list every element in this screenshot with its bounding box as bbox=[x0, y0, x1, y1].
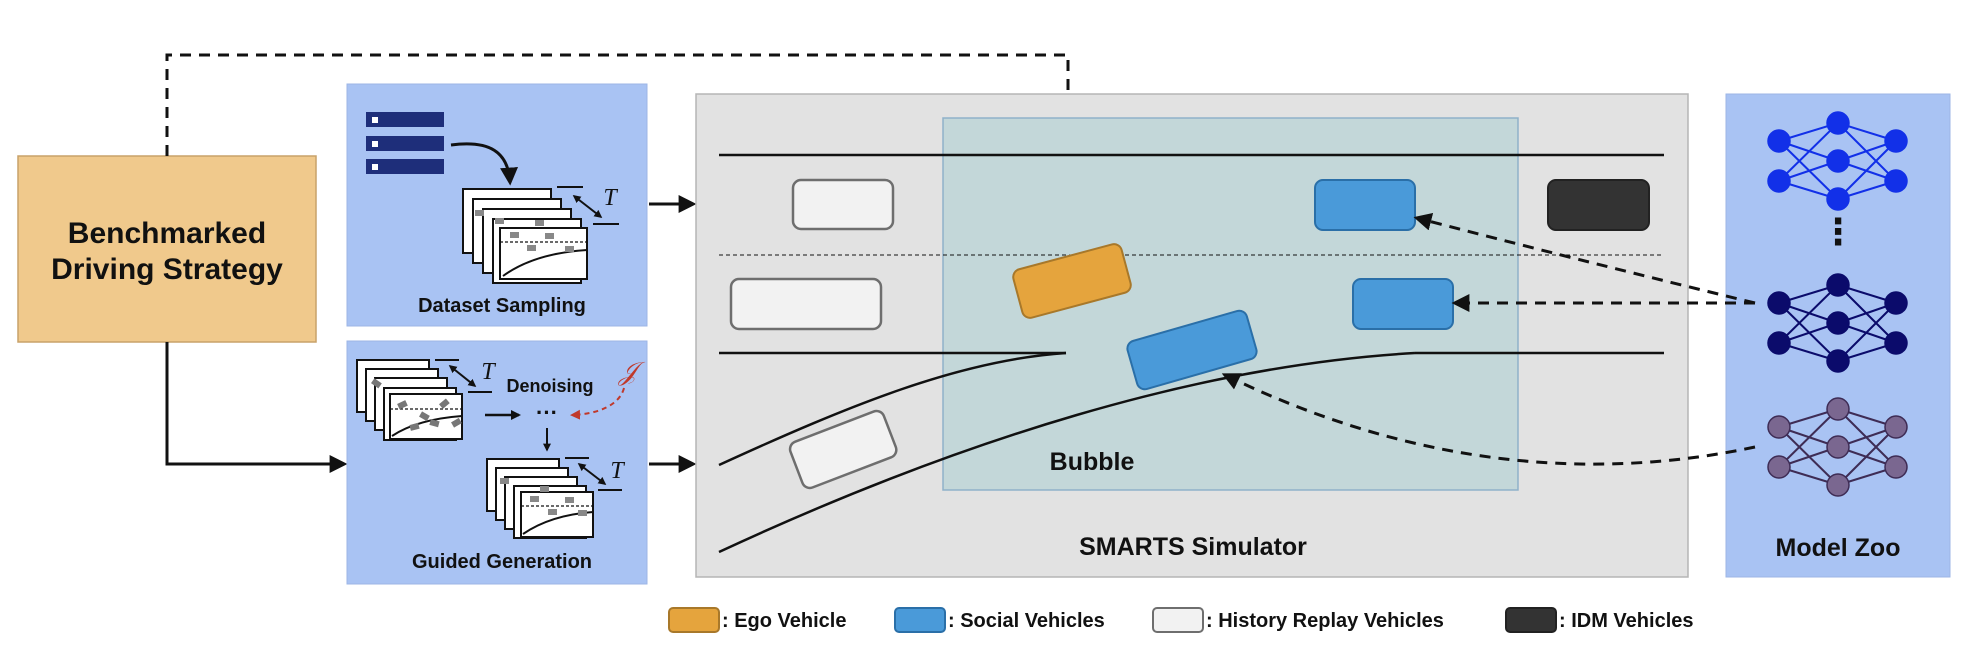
idm-vehicle bbox=[1547, 179, 1650, 231]
ramp-lower-edge bbox=[718, 351, 1416, 554]
history-replay-vehicle bbox=[729, 277, 883, 331]
sampling-horizon-symbol: T bbox=[603, 185, 618, 211]
neuron-node bbox=[1826, 397, 1850, 421]
scenario-stack-icon bbox=[462, 188, 588, 284]
legend-swatch-idm bbox=[1505, 607, 1557, 633]
generation-horizon-symbol: T bbox=[610, 458, 625, 484]
neuron-node bbox=[1767, 331, 1791, 355]
neuron-node bbox=[1826, 111, 1850, 135]
guidance-arrow bbox=[570, 387, 625, 420]
model-zoo-dots: ⋮ bbox=[1820, 211, 1856, 252]
history-replay-vehicle bbox=[791, 178, 895, 231]
legend: : Ego Vehicle : Social Vehicles : Histor… bbox=[668, 607, 1694, 633]
neuron-node bbox=[1826, 435, 1850, 459]
legend-label-ego: : Ego Vehicle bbox=[722, 610, 846, 632]
social-vehicle bbox=[1314, 179, 1416, 231]
strategy-title-line1: Benchmarked bbox=[68, 217, 266, 250]
neuron-node bbox=[1826, 273, 1850, 297]
smarts-simulator-panel: Bubble SMARTS Simulator bbox=[695, 93, 1689, 578]
legend-label-social: : Social Vehicles bbox=[948, 610, 1105, 632]
neuron-node bbox=[1884, 169, 1908, 193]
neuron-node bbox=[1884, 129, 1908, 153]
model-to-social-arrow-top bbox=[1413, 212, 1756, 305]
generated-scenario-stack-icon bbox=[486, 458, 594, 539]
neuron-node bbox=[1826, 311, 1850, 335]
denoising-label: Denoising bbox=[506, 376, 593, 396]
neuron-node bbox=[1884, 415, 1908, 439]
database-icon bbox=[366, 112, 444, 174]
strategy-box: Benchmarked Driving Strategy bbox=[17, 155, 317, 343]
strategy-to-generation-arrow bbox=[165, 342, 348, 473]
neuron-node bbox=[1767, 415, 1791, 439]
dataset-sampling-panel: T Dataset Sampling bbox=[346, 83, 648, 327]
sample-arrow bbox=[450, 142, 519, 186]
generation-noise-horizon-symbol: T bbox=[481, 359, 496, 385]
guided-generation-panel: T Denoising ··· 𝒥 T Guided Generation bbox=[346, 340, 648, 585]
simulator-label: SMARTS Simulator bbox=[1079, 533, 1307, 561]
neuron-node bbox=[1767, 169, 1791, 193]
model-zoo-label: Model Zoo bbox=[1776, 534, 1901, 562]
neuron-node bbox=[1826, 187, 1850, 211]
model-zoo-panel: ⋮ Model Zoo bbox=[1725, 93, 1951, 578]
neuron-node bbox=[1826, 349, 1850, 373]
dataset-sampling-label: Dataset Sampling bbox=[418, 295, 586, 317]
neuron-node bbox=[1767, 291, 1791, 315]
neuron-node bbox=[1884, 291, 1908, 315]
social-vehicle bbox=[1352, 278, 1454, 330]
neural-net-icon-navy bbox=[1767, 273, 1908, 373]
guided-generation-label: Guided Generation bbox=[412, 551, 592, 573]
neuron-node bbox=[1767, 455, 1791, 479]
strategy-title-line2: Driving Strategy bbox=[51, 253, 283, 286]
ego-vehicle bbox=[1012, 243, 1132, 319]
neuron-node bbox=[1826, 473, 1850, 497]
legend-swatch-history-replay bbox=[1152, 607, 1204, 633]
neural-net-icon-purple bbox=[1767, 397, 1908, 497]
legend-swatch-social bbox=[894, 607, 946, 633]
social-vehicle bbox=[1126, 309, 1258, 391]
neuron-node bbox=[1767, 129, 1791, 153]
noisy-scenario-stack-icon bbox=[356, 359, 463, 441]
ramp-upper-edge bbox=[718, 351, 1067, 467]
neuron-node bbox=[1884, 455, 1908, 479]
neuron-node bbox=[1884, 331, 1908, 355]
denoising-dots: ··· bbox=[536, 400, 558, 425]
neural-net-icon-blue bbox=[1767, 111, 1908, 211]
legend-swatch-ego bbox=[668, 607, 720, 633]
neuron-node bbox=[1826, 149, 1850, 173]
legend-label-history-replay: : History Replay Vehicles bbox=[1206, 610, 1444, 632]
legend-label-idm: : IDM Vehicles bbox=[1559, 610, 1694, 632]
history-replay-vehicle bbox=[788, 409, 898, 490]
model-to-social-arrow-bottom bbox=[1221, 373, 1756, 466]
bubble-label: Bubble bbox=[1050, 448, 1135, 476]
